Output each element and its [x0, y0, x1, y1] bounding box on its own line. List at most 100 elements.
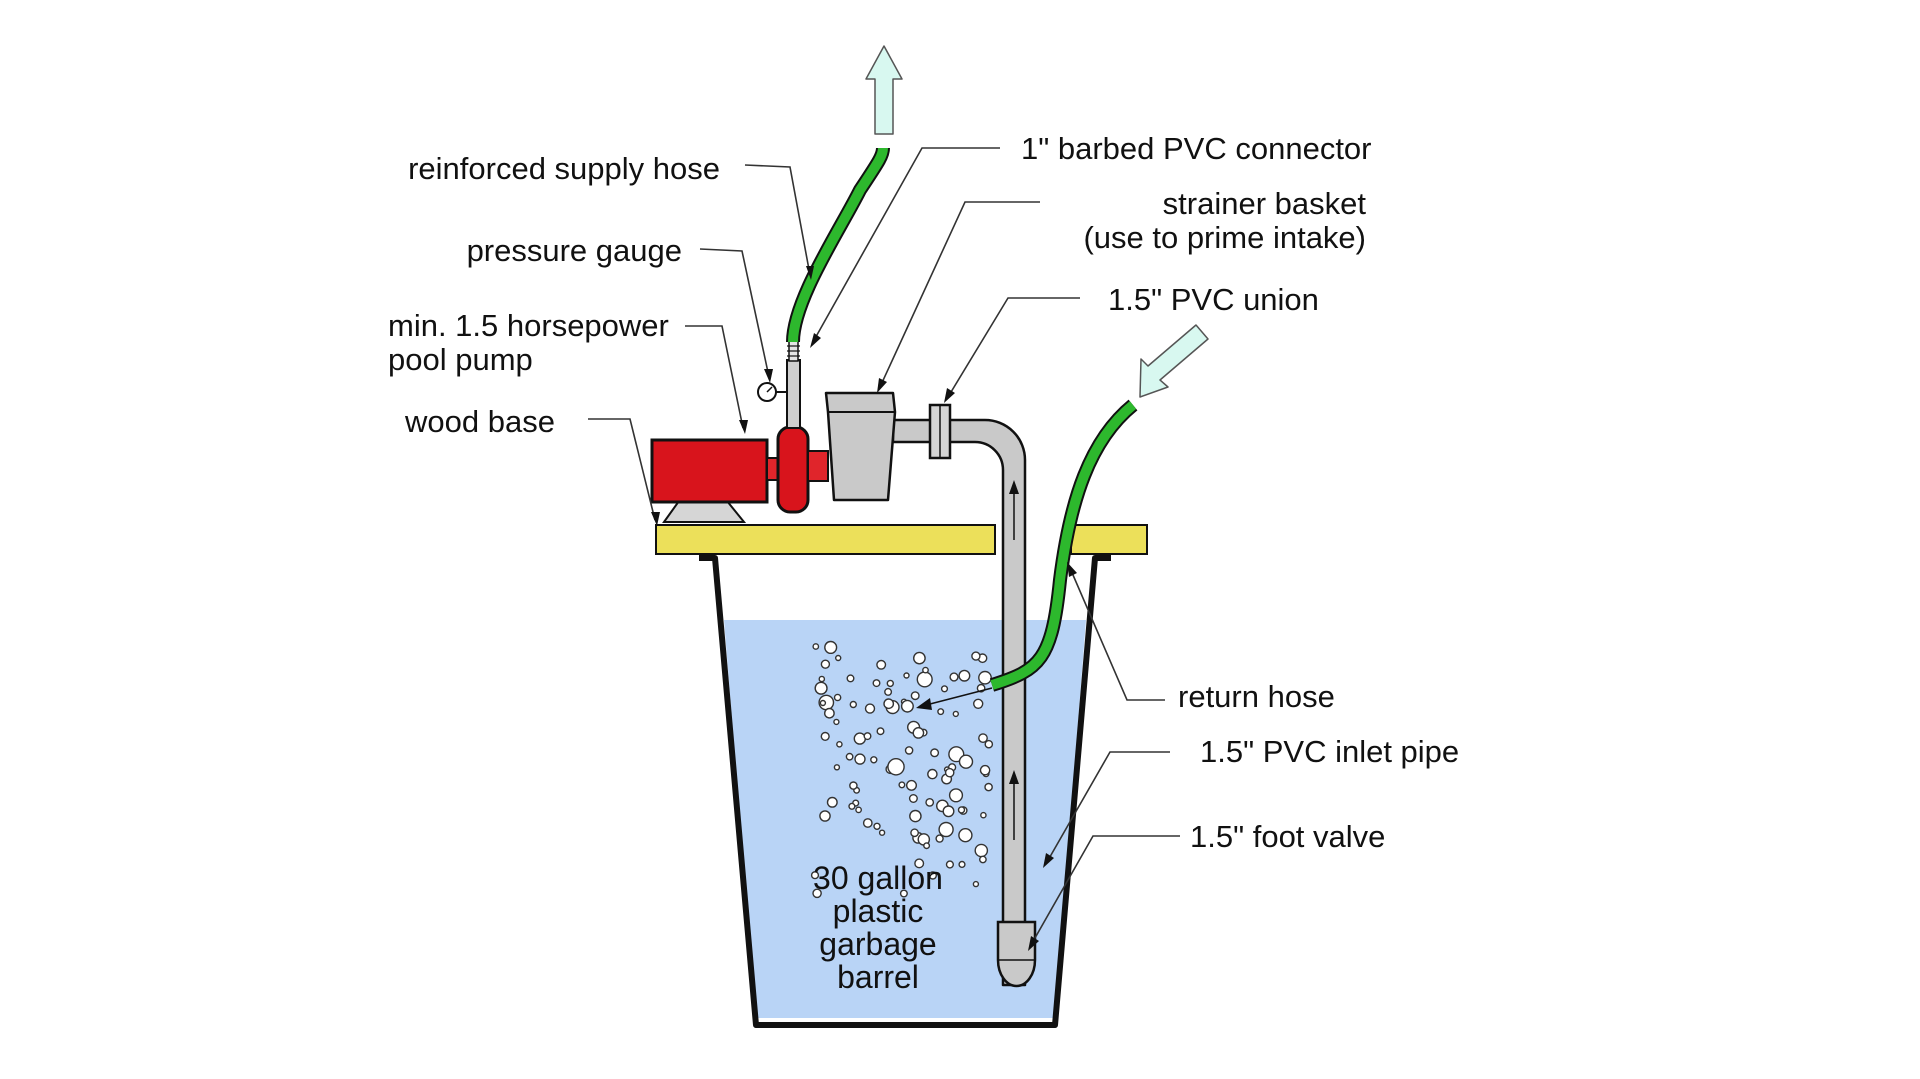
air-bubble — [833, 718, 840, 726]
leader-barbed-connector — [812, 147, 1000, 343]
air-bubble — [900, 699, 914, 713]
air-bubble — [863, 732, 872, 741]
leader-foot-valve-head — [1028, 936, 1039, 951]
air-bubble — [906, 779, 918, 791]
air-bubble — [899, 889, 908, 898]
barrel-water — [724, 620, 1086, 1018]
air-bubble — [925, 798, 935, 807]
air-bubble — [864, 703, 876, 714]
air-bubble — [923, 842, 931, 850]
air-bubble — [854, 753, 866, 765]
air-bubble — [904, 746, 914, 755]
air-bubble — [948, 788, 964, 803]
pump-outlet-pipe — [786, 359, 801, 429]
air-bubble — [949, 672, 959, 682]
air-bubble — [958, 860, 966, 869]
air-bubble — [812, 888, 822, 899]
label-strainer-line2: (use to prime intake) — [1083, 220, 1366, 255]
leader-pvc-union-head — [944, 388, 955, 403]
air-bubble — [979, 855, 987, 864]
water-flow-arrow — [929, 687, 993, 705]
air-bubble — [910, 828, 919, 838]
air-bubble — [922, 666, 929, 674]
air-bubble — [937, 708, 945, 716]
air-bubble — [883, 698, 895, 710]
return-hose-fill — [990, 401, 1137, 690]
leader-pressure-gauge — [699, 248, 770, 378]
air-bubble — [913, 651, 926, 665]
air-bubble — [973, 698, 984, 709]
air-bubble — [928, 871, 937, 880]
water-flow-arrowhead — [916, 698, 932, 710]
label-return-hose: return hose — [1178, 679, 1335, 714]
wood-base-right — [1070, 524, 1148, 555]
leader-pressure-gauge-head — [764, 369, 773, 383]
air-bubble — [903, 672, 910, 679]
leader-pump-head — [739, 420, 748, 434]
air-bubble — [971, 651, 981, 661]
leader-foot-valve — [1030, 835, 1180, 946]
air-bubble — [818, 675, 826, 683]
leader-pvc-union — [947, 297, 1080, 398]
label-pressure-gauge: pressure gauge — [467, 233, 682, 268]
leader-wood-base — [588, 418, 656, 521]
air-bubble — [898, 781, 906, 789]
motor-stand — [662, 500, 747, 523]
pump-motor — [650, 438, 769, 504]
leader-return-hose — [1069, 567, 1165, 701]
leader-supply-hose-head — [806, 266, 814, 280]
wood-base — [655, 524, 996, 555]
pressure-gauge-needle — [766, 386, 773, 393]
air-bubble — [984, 782, 993, 792]
air-bubble — [930, 748, 940, 758]
air-bubble — [870, 756, 878, 764]
pump-housing — [776, 425, 810, 514]
air-bubble — [824, 640, 838, 655]
leader-inlet-pipe — [1046, 751, 1170, 863]
reinforced-supply-hose-fill — [788, 147, 888, 343]
air-bubble — [853, 732, 866, 745]
air-bubble — [958, 828, 973, 843]
leader-strainer-head — [877, 378, 887, 393]
supply-flow-arrow — [865, 45, 903, 135]
air-bubble — [978, 733, 988, 743]
air-bubble — [938, 821, 954, 838]
air-bubble — [972, 880, 980, 888]
air-bubble — [886, 679, 894, 688]
pump-outlet-collar — [807, 450, 829, 482]
label-barbed-connector: 1" barbed PVC connector — [1021, 131, 1372, 166]
foot-valve — [996, 920, 1037, 988]
leader-inlet-pipe-head — [1043, 853, 1054, 868]
leader-supply-hose — [744, 164, 811, 276]
label-reinforced-supply-hose: reinforced supply hose — [408, 151, 720, 186]
return-flow-arrow — [1139, 324, 1209, 398]
leader-return-hose-head — [1067, 562, 1077, 577]
air-bubble — [958, 669, 971, 682]
air-bubble — [846, 674, 855, 683]
air-bubbles — [810, 640, 994, 899]
air-bubble — [908, 794, 918, 804]
air-bubble — [833, 693, 842, 702]
barrel — [699, 555, 1111, 1028]
air-bubble — [849, 700, 857, 709]
air-bubble — [848, 802, 856, 810]
air-bubble — [836, 741, 843, 748]
air-bubble — [814, 681, 828, 695]
air-bubble — [855, 806, 862, 814]
pipe-flow-arrowhead — [1009, 770, 1019, 784]
air-bubble — [940, 685, 949, 693]
air-bubble — [812, 643, 820, 650]
air-bubble — [910, 691, 920, 701]
air-bubble — [878, 829, 886, 836]
air-bubble — [909, 809, 922, 823]
air-bubble — [978, 670, 992, 685]
air-bubble — [945, 860, 955, 869]
strainer-basket — [824, 391, 897, 502]
leader-strainer — [879, 201, 1040, 388]
leader-pump — [685, 325, 744, 429]
air-bubble — [833, 764, 841, 771]
air-bubble — [810, 871, 820, 880]
air-bubble — [872, 679, 881, 688]
air-bubble — [820, 731, 830, 742]
air-bubble — [979, 764, 991, 776]
